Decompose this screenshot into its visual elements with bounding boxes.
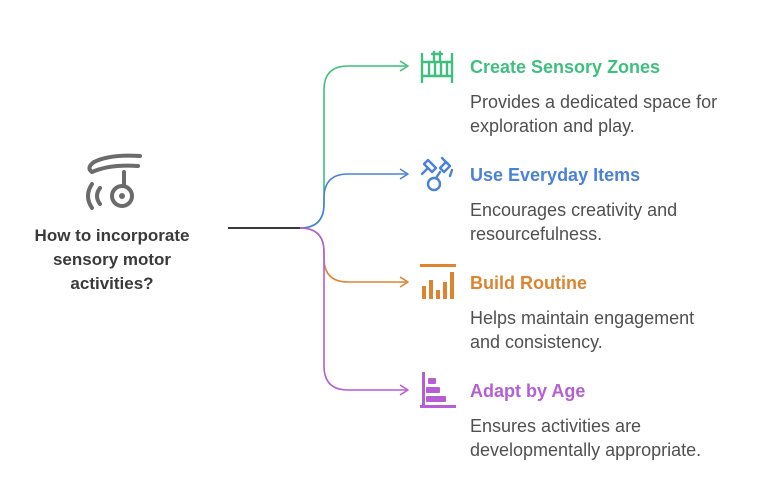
branch-description-create-sensory-zones: Provides a dedicated space for explorati… bbox=[470, 92, 718, 136]
abacus-icon bbox=[418, 370, 458, 410]
branch-title-adapt-by-age: Adapt by Age bbox=[470, 381, 586, 401]
connector-arrowhead-create-sensory-zones bbox=[399, 60, 409, 72]
connector-arrowhead-build-routine bbox=[399, 276, 409, 288]
branch-description-build-routine: Helps maintain engagement and consistenc… bbox=[470, 308, 695, 352]
connector-arrowhead-use-everyday-items bbox=[399, 168, 409, 180]
connector-use-everyday-items bbox=[299, 173, 406, 229]
branch-title-create-sensory-zones: Create Sensory Zones bbox=[470, 57, 661, 77]
connector-adapt-by-age bbox=[299, 227, 406, 391]
branch-description-use-everyday-items: Encourages creativity and resourcefulnes… bbox=[470, 200, 678, 244]
branch-title-use-everyday-items: Use Everyday Items bbox=[470, 165, 641, 185]
branch-title-build-routine: Build Routine bbox=[470, 273, 587, 293]
bar-chart-icon bbox=[418, 262, 458, 302]
crib-icon bbox=[418, 46, 458, 86]
connector-build-routine bbox=[299, 227, 406, 283]
connector-create-sensory-zones bbox=[299, 65, 406, 229]
hand-spinning-toy-icon bbox=[80, 150, 146, 216]
tools-icon bbox=[418, 154, 458, 194]
root-question: How to incorporate sensory motor activit… bbox=[34, 226, 190, 293]
branch-description-adapt-by-age: Ensures activities are developmentally a… bbox=[470, 416, 702, 460]
connector-arrowhead-adapt-by-age bbox=[399, 384, 409, 396]
